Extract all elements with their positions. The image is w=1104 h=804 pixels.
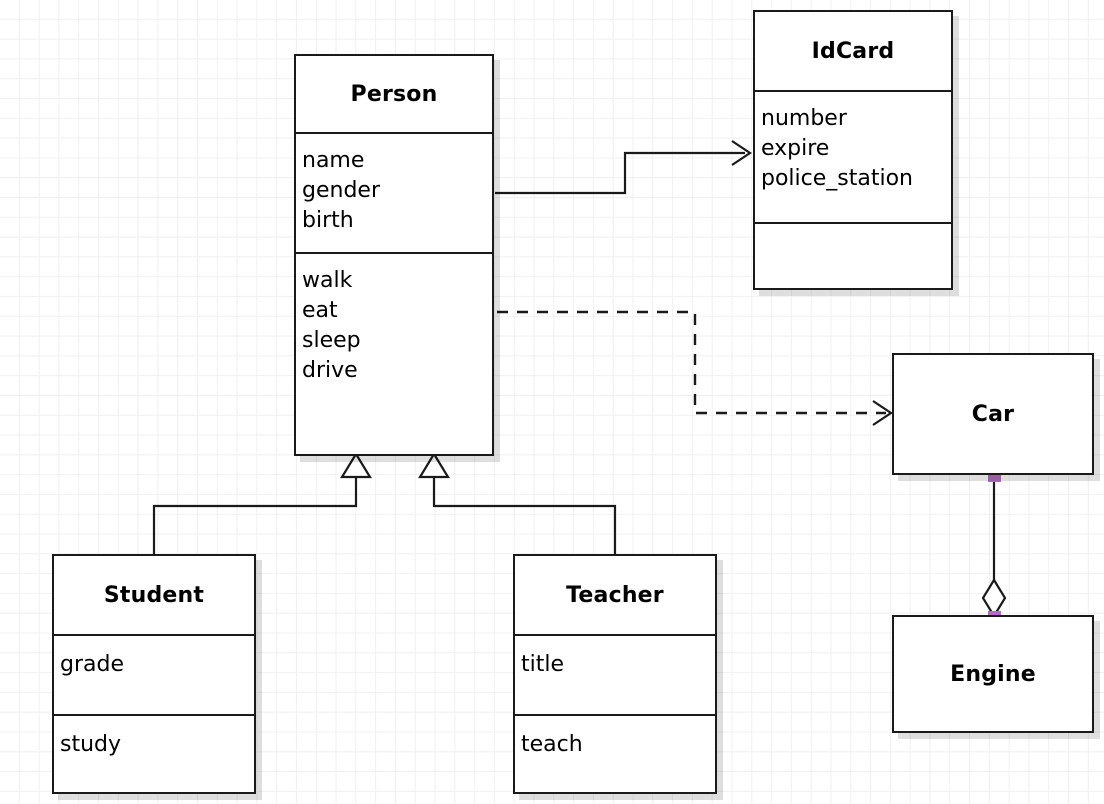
attribute-item: grade	[60, 652, 124, 677]
class-methods-student: study	[54, 714, 254, 792]
method-item: drive	[302, 358, 358, 383]
class-attributes-person: name gender birth	[296, 132, 492, 252]
class-box-student[interactable]: Student grade study	[52, 554, 256, 794]
method-item: study	[60, 732, 122, 757]
class-attributes-idcard: number expire police_station	[755, 90, 951, 222]
class-methods-person: walk eat sleep drive	[296, 252, 492, 454]
attribute-item: expire	[761, 136, 830, 161]
class-title-engine: Engine	[950, 661, 1036, 687]
class-attributes-teacher: title	[515, 634, 715, 714]
connector-person-idcard[interactable]	[495, 140, 752, 195]
connector-student-person[interactable]	[152, 451, 372, 554]
method-item: sleep	[302, 328, 361, 353]
class-title-student: Student	[103, 582, 205, 608]
attribute-item: number	[761, 106, 847, 131]
class-box-car[interactable]: Car	[892, 353, 1094, 475]
method-item: teach	[521, 732, 583, 757]
class-box-teacher[interactable]: Teacher title teach	[513, 554, 717, 794]
attribute-item: name	[302, 148, 365, 173]
connector-teacher-person[interactable]	[418, 451, 617, 554]
method-item: eat	[302, 298, 338, 323]
class-methods-teacher: teach	[515, 714, 715, 792]
class-attributes-student: grade	[54, 634, 254, 714]
connector-car-engine[interactable]	[981, 469, 1007, 624]
class-methods-idcard	[755, 222, 951, 288]
class-box-person[interactable]: Person name gender birth walk eat sleep …	[294, 54, 494, 456]
attribute-item: title	[521, 652, 565, 677]
attribute-item: gender	[302, 178, 380, 203]
class-title-idcard: IdCard	[811, 38, 895, 64]
method-item: walk	[302, 268, 353, 293]
class-box-engine[interactable]: Engine	[892, 615, 1094, 733]
class-box-idcard[interactable]: IdCard number expire police_station	[753, 10, 953, 290]
attribute-item: birth	[302, 208, 354, 233]
class-title-teacher: Teacher	[566, 582, 664, 608]
class-title-car: Car	[971, 401, 1015, 427]
attribute-item: police_station	[761, 166, 913, 191]
class-title-person: Person	[350, 81, 438, 107]
connector-person-car[interactable]	[497, 310, 893, 426]
